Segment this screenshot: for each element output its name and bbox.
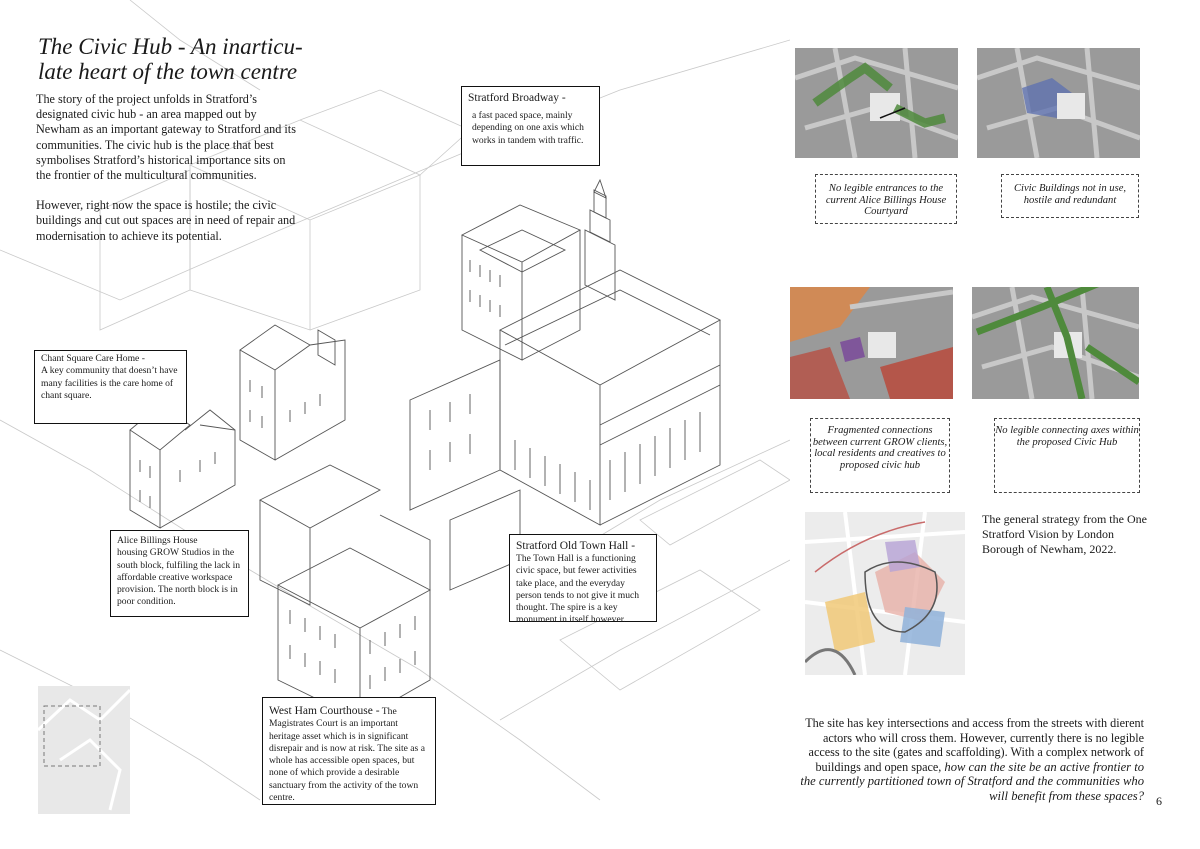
closing-text: The site has key intersections and acces… xyxy=(800,716,1144,804)
label-text: The Town Hall is a functioning civic spa… xyxy=(516,553,640,626)
intro-paragraph-1: The story of the project unfolds in Stra… xyxy=(36,92,296,183)
label-text: housing GROW Studios in the south block,… xyxy=(117,547,241,608)
label-text: a fast paced space, mainly depending on … xyxy=(472,110,584,146)
intro-text: The story of the project unfolds in Stra… xyxy=(36,92,301,259)
title-line-1: The Civic Hub - An inarticu- xyxy=(38,34,303,59)
caption-text: No legible entrances to the current Alic… xyxy=(825,183,947,218)
diagram-entrances xyxy=(795,48,958,158)
locator-map xyxy=(36,686,132,814)
label-title: Chant Square Care Home - xyxy=(41,353,145,364)
strategy-map xyxy=(805,512,965,675)
caption-civic-buildings: Civic Buildings not in use, hostile and … xyxy=(1001,174,1139,218)
label-title: West Ham Courthouse - xyxy=(269,705,380,717)
label-west-ham-courthouse: West Ham Courthouse - The Magistrates Co… xyxy=(262,697,436,805)
caption-text: Civic Buildings not in use, hostile and … xyxy=(1013,183,1127,206)
title-line-2: late heart of the town centre xyxy=(38,59,298,84)
intro-paragraph-2: However, right now the space is hostile;… xyxy=(36,198,296,243)
label-title: Alice Billings House xyxy=(117,535,198,546)
label-alice-billings: Alice Billings House housing GROW Studio… xyxy=(110,530,249,617)
label-title: Stratford Old Town Hall - xyxy=(516,540,636,552)
diagram-connecting-axes xyxy=(972,287,1139,399)
label-old-town-hall: Stratford Old Town Hall - The Town Hall … xyxy=(509,534,657,625)
label-stratford-broadway: Stratford Broadway - a fast paced space,… xyxy=(461,86,600,166)
diagram-civic-buildings xyxy=(977,48,1140,158)
strategy-caption: The general strategy from the One Stratf… xyxy=(982,512,1147,556)
closing-plain: The site has key intersections and acces… xyxy=(805,716,1144,774)
label-chant-square: Chant Square Care Home - A key community… xyxy=(34,350,187,424)
caption-text: No legible connecting axes within the pr… xyxy=(995,425,1139,448)
caption-connecting-axes: No legible connecting axes within the pr… xyxy=(994,418,1140,493)
label-text: A key community that doesn’t have many f… xyxy=(41,365,178,401)
page-title: The Civic Hub - An inarticu- late heart … xyxy=(38,34,308,84)
caption-entrances: No legible entrances to the current Alic… xyxy=(815,174,957,224)
diagram-fragmented-connections xyxy=(790,287,953,399)
caption-text: Fragmented connections between current G… xyxy=(812,425,948,471)
page-number: 6 xyxy=(1156,794,1162,808)
label-title: Stratford Broadway - xyxy=(468,92,566,104)
label-text: The Magistrates Court is an important he… xyxy=(269,706,425,804)
caption-fragmented-connections: Fragmented connections between current G… xyxy=(810,418,950,493)
closing-question: how can the site be an active frontier t… xyxy=(800,759,1144,803)
